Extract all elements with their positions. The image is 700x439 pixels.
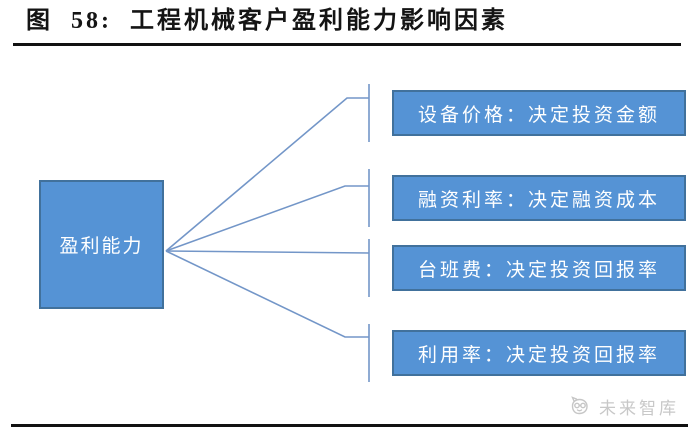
connector-to-factor-3 [165, 250, 370, 254]
factor-node-utilization-rate: 利用率：决定投资回报率 [392, 330, 686, 376]
connector-to-factor-4 [165, 250, 369, 338]
figure-title: 图 58: 工程机械客户盈利能力影响因素 [26, 8, 508, 34]
factor-node-equipment-price: 设备价格：决定投资金额 [392, 90, 686, 136]
brand-name: 未来智库 [599, 398, 679, 418]
factor-node-label: 设备价格：决定投资金额 [417, 104, 660, 126]
factor-node-label: 台班费：决定投资回报率 [417, 259, 660, 281]
connector-to-factor-2 [165, 185, 369, 252]
connector-to-factor-1 [165, 97, 369, 252]
bottom-rule [11, 424, 688, 427]
factor-node-label: 利用率：决定投资回报率 [417, 344, 660, 366]
brand-footer: 未来智库 [566, 391, 696, 421]
title-underline [13, 43, 681, 46]
factor-node-shift-fee: 台班费：决定投资回报率 [392, 245, 686, 291]
source-node-profitability: 盈利能力 [39, 180, 164, 309]
source-node-label: 盈利能力 [59, 236, 144, 257]
factor-node-financing-rate: 融资利率：决定融资成本 [392, 175, 686, 221]
cat-logo-icon [571, 395, 588, 414]
factor-node-label: 融资利率：决定融资成本 [417, 189, 660, 211]
